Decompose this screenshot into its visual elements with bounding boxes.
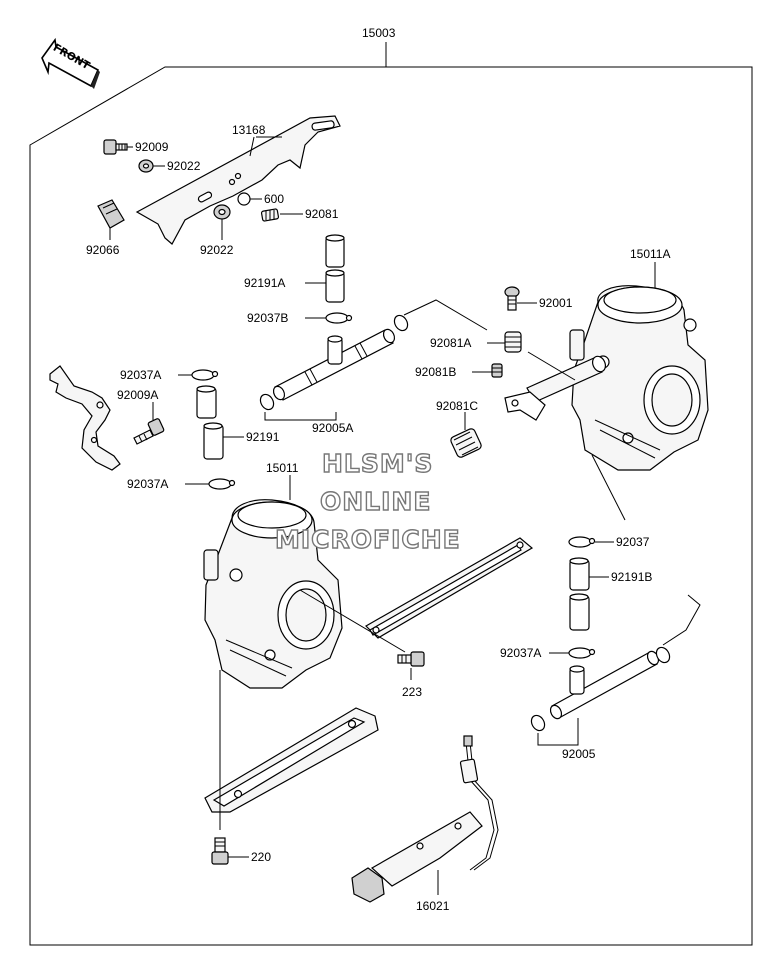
spring-92081: [260, 208, 280, 222]
label-13168: 13168: [232, 123, 266, 137]
fitting-92005: [530, 646, 671, 732]
spring-92081b: [491, 363, 503, 378]
clip-92037b: [325, 312, 353, 324]
spring-92081a: [504, 331, 522, 353]
clip-92066: [97, 199, 125, 229]
tube-92191a: [325, 234, 345, 303]
spring-92081c: [450, 428, 482, 458]
label-92191b: 92191B: [611, 570, 652, 584]
bracket-13168: [135, 115, 341, 245]
label-92009a: 92009A: [117, 388, 158, 402]
label-92037: 92037: [616, 535, 650, 549]
watermark-line-1: HLSM'S: [322, 449, 433, 478]
assembly-label: 15003: [362, 26, 396, 40]
washer-92022-a: [138, 159, 154, 173]
label-92081c: 92081C: [436, 399, 478, 413]
watermark-line-2: ONLINE: [320, 487, 431, 516]
carburetor-15011: [203, 499, 343, 689]
lower-plate: [204, 707, 379, 813]
screw-92009a: [133, 418, 165, 445]
label-92005: 92005: [562, 747, 596, 761]
screw-223: [397, 651, 425, 667]
label-92191a: 92191A: [244, 276, 285, 290]
label-600: 600: [264, 192, 284, 206]
label-92037a-right: 92037A: [500, 646, 541, 660]
clip-92037a-upper: [191, 369, 219, 381]
label-92037a-lower: 92037A: [127, 477, 168, 491]
label-92001: 92001: [539, 296, 573, 310]
label-15011a: 15011A: [630, 247, 670, 261]
clip-92037a-lower: [208, 478, 236, 490]
label-92081b: 92081B: [415, 365, 456, 379]
label-92066: 92066: [86, 243, 120, 257]
label-16021: 16021: [416, 899, 450, 913]
linkage-rod: [504, 355, 607, 421]
fitting-92005a: [259, 314, 409, 411]
label-15011: 15011: [266, 461, 299, 475]
cable-16021: [351, 735, 499, 903]
label-92009: 92009: [135, 140, 169, 154]
label-92081: 92081: [305, 207, 339, 221]
label-223: 223: [402, 685, 422, 699]
tube-92191: [196, 385, 224, 460]
screw-220: [211, 837, 229, 865]
label-92037b: 92037B: [247, 311, 288, 325]
label-92037a-upper: 92037A: [120, 368, 161, 382]
tube-92191b: [569, 557, 590, 631]
washer-92022-b: [213, 204, 231, 220]
screw-92001: [504, 286, 520, 311]
label-220: 220: [251, 850, 271, 864]
label-92022-a: 92022: [167, 159, 201, 173]
assembly-frame: [29, 42, 753, 946]
carburetor-15011a: [569, 285, 709, 471]
label-92022-b: 92022: [200, 243, 234, 257]
screw-92009: [103, 139, 128, 155]
watermark-line-3: MICROFICHE: [275, 525, 461, 554]
ball-600: [237, 192, 251, 206]
cable-bracket: [49, 365, 121, 471]
clip-92037: [568, 536, 596, 548]
label-92081a: 92081A: [430, 336, 471, 350]
label-92191: 92191: [246, 430, 280, 444]
label-92005a: 92005A: [312, 421, 353, 435]
connecting-bar: [365, 537, 534, 639]
clip-92037a-right: [568, 647, 596, 659]
front-arrow-icon: FRONT: [41, 37, 100, 89]
